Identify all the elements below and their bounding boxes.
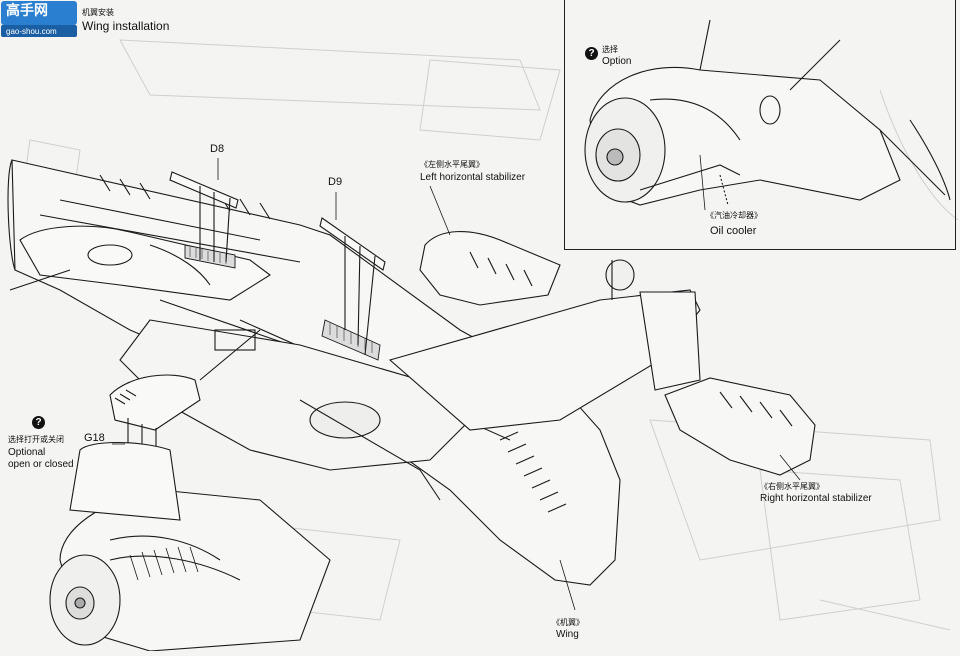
part-d9	[319, 217, 386, 356]
right-horizontal-stabilizer	[664, 377, 816, 476]
wing-label-en: Wing	[556, 629, 579, 640]
site-logo: 高手网 gao-shou.com	[0, 0, 78, 38]
right-stabilizer-label-zh: 《右侧水平尾翼》	[760, 482, 824, 491]
oil-cooler-label-en: Oil cooler	[710, 225, 757, 237]
part-label-d8: D8	[210, 143, 225, 155]
logo-text: 高手网	[6, 3, 48, 19]
part-g18-cowl-panel	[69, 374, 201, 521]
inset-option-question-icon: ?	[585, 47, 598, 60]
left-horizontal-stabilizer	[419, 231, 561, 306]
left-stabilizer-label-zh: 《左侧水平尾翼》	[420, 160, 484, 169]
inset-frame	[564, 0, 956, 250]
optional-label-zh: 选择打开或关闭	[8, 435, 64, 444]
optional-label-en-1: Optional	[8, 447, 46, 458]
inset-option-label-en: Option	[602, 56, 632, 67]
step-title-zh: 机翼安装	[82, 8, 114, 17]
inset-oil-cooler	[584, 19, 951, 206]
wing-label-zh: 《机翼》	[552, 618, 584, 627]
engine-cowling	[49, 489, 331, 652]
oil-cooler-label-zh: 《汽油冷却器》	[706, 211, 762, 220]
leader-lines	[112, 154, 801, 611]
part-label-g18: G18	[84, 432, 105, 444]
left-stabilizer-label-en: Left horizontal stabilizer	[420, 172, 526, 183]
logo-url-text: gao-shou.com	[6, 27, 57, 36]
optional-question-icon: ?	[32, 416, 45, 429]
logo-badge	[1, 1, 77, 37]
inset-option-label-zh: 选择	[602, 45, 618, 54]
background-show-through	[19, 39, 959, 631]
wing-root-top	[9, 225, 271, 301]
rear-fuselage	[388, 259, 701, 431]
step-title-en: Wing installation	[82, 19, 170, 33]
part-d8	[169, 171, 239, 263]
part-label-d9: D9	[328, 176, 343, 188]
right-stabilizer-label-en: Right horizontal stabilizer	[760, 493, 872, 504]
optional-label-en-2: open or closed	[8, 459, 74, 470]
fuselage-center	[119, 319, 471, 501]
